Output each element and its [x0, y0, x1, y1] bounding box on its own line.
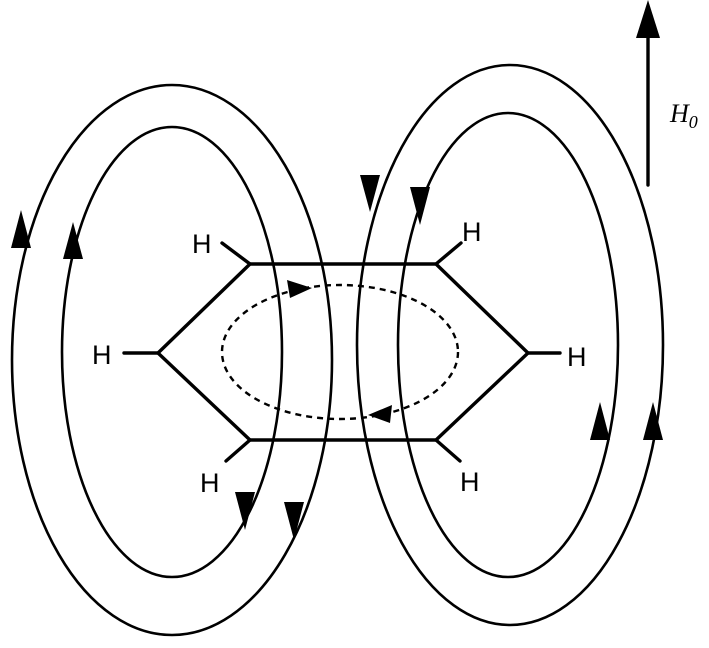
left-field-lines — [10, 83, 334, 637]
benzene-ring — [156, 262, 530, 442]
hydrogen-bottom-left: H — [200, 468, 220, 498]
ch-bonds — [122, 241, 562, 463]
bond-bottom-right — [434, 438, 462, 463]
ring-current-arrow-bottom — [368, 405, 392, 423]
field-line-arrows — [11, 175, 663, 540]
bond-top-right — [434, 241, 463, 266]
right-inner-down-arrow — [410, 187, 430, 225]
hydrogen-right: H — [567, 342, 587, 372]
left-outer-field-loop — [10, 83, 334, 637]
applied-field-subscript: 0 — [689, 112, 698, 132]
ring-current-arrow-top — [287, 280, 312, 298]
left-inner-field-loop — [60, 125, 284, 579]
applied-field-arrowhead — [636, 0, 660, 38]
right-outer-up-arrow — [643, 402, 663, 440]
applied-field-label: H0 — [669, 99, 698, 132]
applied-field-symbol: H — [669, 99, 690, 128]
left-outer-down-arrow — [284, 502, 304, 540]
right-field-lines — [355, 63, 665, 627]
hydrogen-left: H — [92, 340, 112, 370]
left-inner-up-arrow — [63, 222, 83, 259]
right-inner-up-arrow — [590, 402, 610, 440]
hydrogen-top-left: H — [192, 229, 212, 259]
applied-field: H0 — [636, 0, 698, 187]
benzene-hexagon — [156, 262, 530, 442]
bond-bottom-left — [224, 438, 252, 463]
right-outer-down-arrow — [360, 175, 380, 212]
ring-current — [220, 280, 460, 423]
right-outer-field-loop — [355, 63, 665, 627]
left-inner-down-arrow — [235, 492, 255, 530]
hydrogen-labels: H H H H H H — [92, 217, 587, 498]
right-inner-field-loop — [396, 111, 620, 579]
bond-top-left — [220, 241, 252, 266]
hydrogen-bottom-right: H — [460, 467, 480, 497]
ring-current-loop — [220, 283, 460, 421]
left-outer-up-arrow — [11, 210, 31, 248]
hydrogen-top-right: H — [462, 217, 482, 247]
